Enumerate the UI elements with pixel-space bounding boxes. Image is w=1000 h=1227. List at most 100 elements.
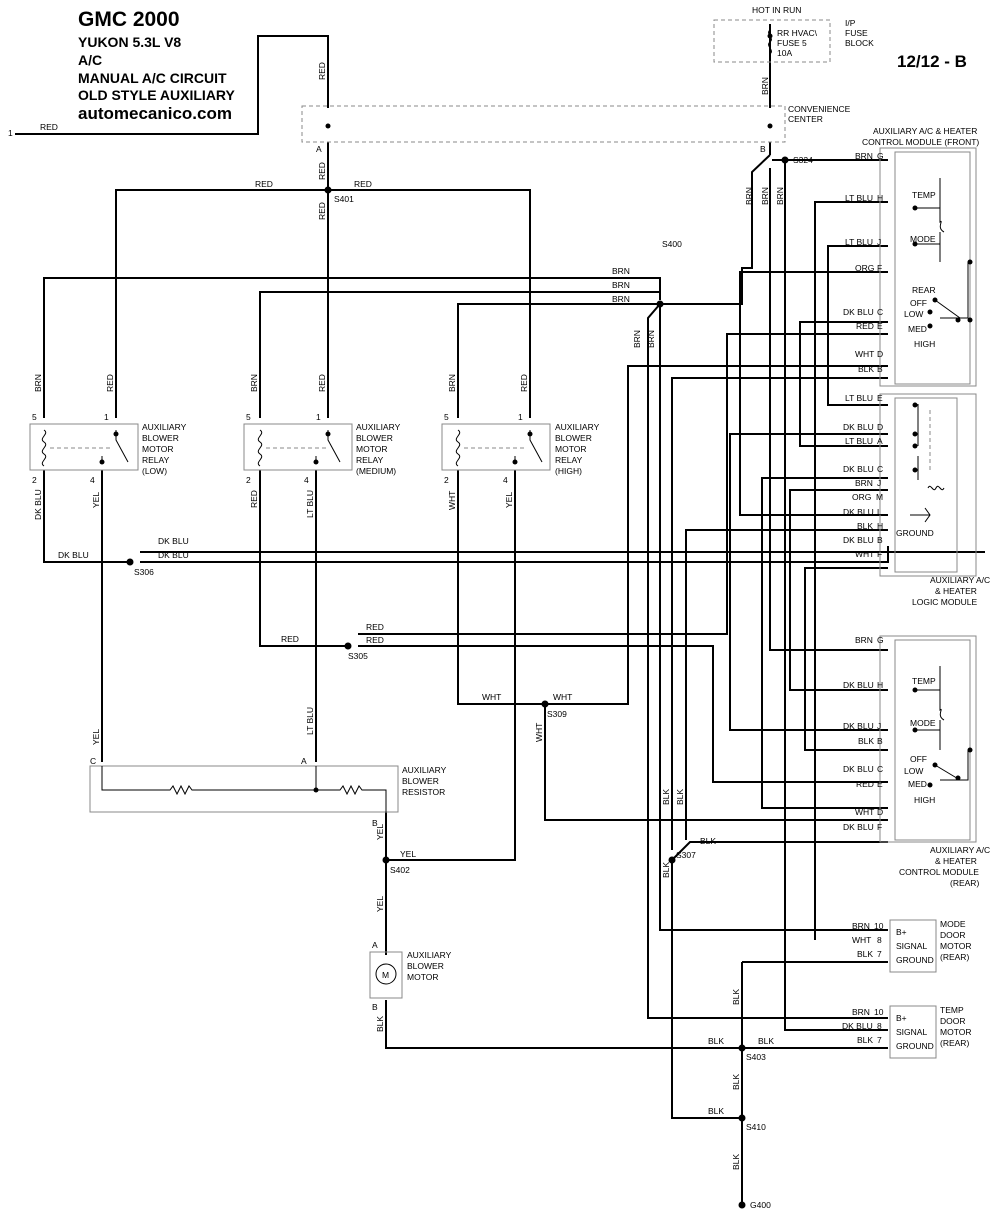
svg-text:G: G [877,635,884,645]
front-module-title-1: AUXILIARY A/C & HEATER [873,126,977,136]
wire-label: BRN [760,77,770,95]
rear-module-title-3: CONTROL MODULE [899,867,979,877]
rear-module-title-4: (REAR) [950,878,979,888]
fuse-label-3: 10A [777,48,792,58]
logic-module-title-3: LOGIC MODULE [912,597,978,607]
svg-text:BLK: BLK [857,949,873,959]
wire-label: BLK [758,1036,774,1046]
wire-label: WHT [447,491,457,510]
wire-label: YEL [91,492,101,508]
splice-s324: S324 [793,155,813,165]
svg-text:7: 7 [877,949,882,959]
svg-text:10: 10 [874,1007,884,1017]
svg-text:8: 8 [877,1021,882,1031]
svg-text:MOTOR: MOTOR [555,444,586,454]
svg-text:MED: MED [908,779,927,789]
wire-label: BRN [612,280,630,290]
wire-label: RED [40,122,58,132]
conn-pin-label: C [90,756,96,766]
conn-pin-label: B [372,1002,378,1012]
splice-s324-dot [781,156,789,164]
front-control-module [879,147,977,387]
splice-dots [99,33,973,1209]
svg-text:LOW: LOW [904,309,923,319]
rear-module-switch-labels: TEMP MODE OFF LOW MED HIGH [904,676,936,805]
svg-text:DK BLU: DK BLU [843,822,874,832]
fuse-block-label-3: BLOCK [845,38,874,48]
wire-label: BLK [708,1036,724,1046]
wire-label: YEL [504,492,514,508]
temp-door-motor [889,1005,937,1059]
svg-text:F: F [877,263,882,273]
front-module-title-2: CONTROL MODULE (FRONT) [862,137,979,147]
svg-text:WHT: WHT [855,807,874,817]
pin-number: 5 [444,412,449,422]
svg-text:DK BLU: DK BLU [843,464,874,474]
svg-text:RED: RED [856,321,874,331]
svg-text:BRN: BRN [855,635,873,645]
resistor-label-1: AUXILIARY [402,765,447,775]
relay-high [441,423,551,471]
svg-text:H: H [877,521,883,531]
svg-text:BRN: BRN [855,478,873,488]
svg-text:BLOWER: BLOWER [142,433,179,443]
splice-s309-dot [541,700,549,708]
svg-text:RED: RED [856,779,874,789]
motor-symbol: M [382,970,389,980]
svg-text:B: B [877,736,883,746]
svg-text:BRN: BRN [852,1007,870,1017]
front-module-switch-labels: TEMP MODE REAR OFF LOW MED HIGH [904,190,936,349]
splice-s305: S305 [348,651,368,661]
svg-text:(LOW): (LOW) [142,466,167,476]
wire-network [15,24,985,1205]
wire-label: DK BLU [158,536,189,546]
wire-label: BLK [675,789,685,805]
wire-label: RED [366,635,384,645]
wire-label: BLK [731,1074,741,1090]
svg-text:DK BLU: DK BLU [843,680,874,690]
wire-label: BRN [760,187,770,205]
splice-s402-dot [382,856,390,864]
svg-text:LT BLU: LT BLU [845,237,873,247]
wire-label: RED [519,374,529,392]
mode-door-title-2: DOOR [940,930,966,940]
svg-text:AUXILIARY: AUXILIARY [555,422,600,432]
logic-module-title-1: AUXILIARY A/C [930,575,990,585]
svg-text:DK BLU: DK BLU [843,535,874,545]
pin-number: 1 [518,412,523,422]
svg-text:AUXILIARY: AUXILIARY [356,422,401,432]
wire-label: BLK [700,836,716,846]
circuit-variant: OLD STYLE AUXILIARY [78,87,235,103]
svg-text:RELAY: RELAY [142,455,170,465]
svg-text:J: J [877,478,881,488]
svg-text:(HIGH): (HIGH) [555,466,582,476]
wire-label: YEL [91,729,101,745]
pin-number: 5 [246,412,251,422]
svg-text:TEMP: TEMP [912,676,936,686]
svg-text:G: G [877,151,884,161]
svg-text:HIGH: HIGH [914,795,935,805]
ground-g400: G400 [750,1200,771,1210]
svg-text:DK BLU: DK BLU [843,721,874,731]
conn-pin-label: A [372,940,378,950]
wire-label: RED [317,62,327,80]
wire-label: BLK [708,1106,724,1116]
mode-door-title-3: MOTOR [940,941,971,951]
svg-text:ORG: ORG [855,263,874,273]
conn-pin-label: A [316,144,322,154]
wire-label: DK BLU [158,550,189,560]
pin-number: 2 [32,475,37,485]
svg-text:DK BLU: DK BLU [843,422,874,432]
wire-label: YEL [400,849,416,859]
svg-text:C: C [877,307,883,317]
svg-text:E: E [877,393,883,403]
svg-text:C: C [877,764,883,774]
svg-text:RELAY: RELAY [555,455,583,465]
svg-text:LT BLU: LT BLU [845,393,873,403]
splice-s410: S410 [746,1122,766,1132]
wire-label: BRN [33,374,43,392]
wire-label: BRN [612,266,630,276]
circuit-name: MANUAL A/C CIRCUIT [78,70,227,86]
